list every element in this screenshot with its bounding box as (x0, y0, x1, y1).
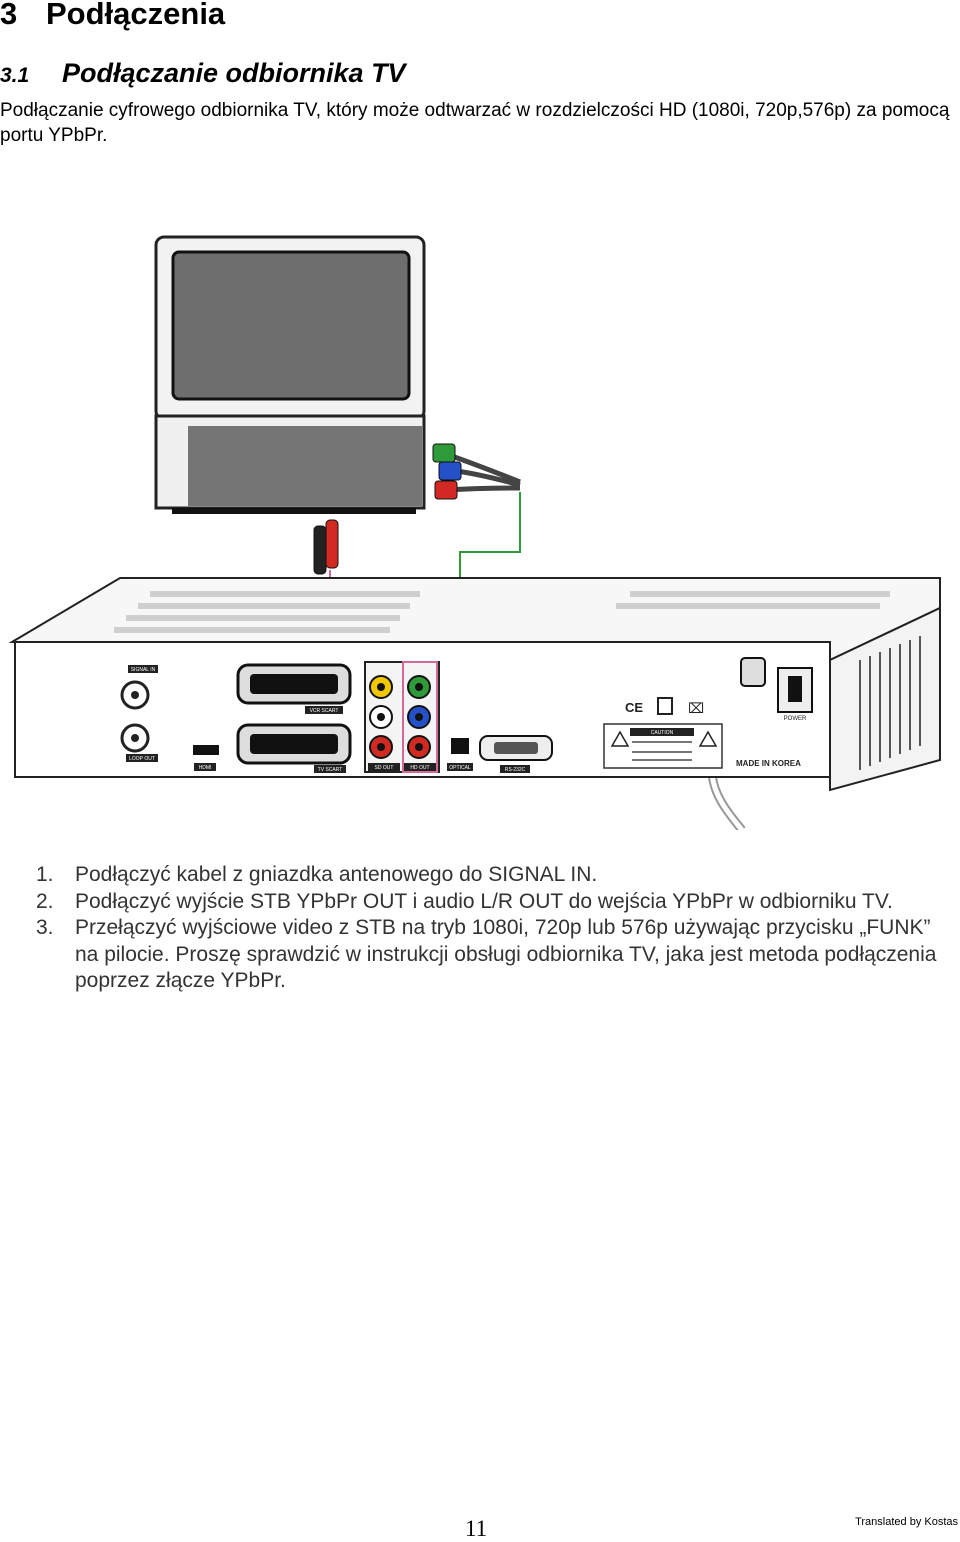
section-title: Podłączanie odbiornika TV (62, 58, 406, 88)
list-item: 3. Przełączyć wyjściowe video z STB na t… (36, 915, 956, 995)
step-number: 3. (36, 916, 54, 939)
tv-illustration (154, 235, 426, 514)
page-number: 11 (465, 1516, 488, 1541)
label-hd-out: HD OUT (410, 765, 429, 771)
back-panel: SIGNAL IN LOOP OUT HDMI VCR SCART TV SCA… (120, 657, 813, 773)
label-optical: OPTICAL (449, 765, 471, 771)
label-loop-out: LOOP OUT (129, 756, 155, 762)
translator-credit: Translated by Kostas (855, 1516, 958, 1528)
section-number: 3.1 (0, 64, 30, 87)
chapter-number: 3 (0, 0, 18, 31)
svg-text:CE: CE (625, 700, 643, 715)
label-signal-in: SIGNAL IN (131, 667, 156, 673)
intro-paragraph: Podłączanie cyfrowego odbiornika TV, któ… (0, 100, 950, 146)
label-hdmi: HDMI (199, 765, 212, 771)
label-rs232c: RS-232C (505, 767, 526, 773)
list-item: 1. Podłączyć kabel z gniazdka antenowego… (36, 862, 956, 889)
instructions-list: 1. Podłączyć kabel z gniazdka antenowego… (36, 862, 956, 995)
chapter-title: Podłączenia (46, 0, 226, 31)
connection-diagram: SIGNAL IN LOOP OUT HDMI VCR SCART TV SCA… (8, 235, 941, 830)
label-tv-scart: TV SCART (318, 767, 343, 773)
label-made-in: MADE IN KOREA (736, 759, 801, 768)
list-item: 2. Podłączyć wyjście STB YPbPr OUT i aud… (36, 889, 956, 916)
label-caution: CAUTION (651, 730, 674, 736)
section-heading: 3.1 Podłączanie odbiornika TV (0, 58, 406, 89)
label-sd-out: SD OUT (375, 765, 394, 771)
step-text: Podłączyć kabel z gniazdka antenowego do… (75, 863, 598, 886)
chapter-heading: 3 Podłączenia (0, 0, 225, 32)
step-number: 2. (36, 889, 54, 913)
label-power: POWER (784, 716, 807, 722)
svg-text:⌧: ⌧ (688, 700, 704, 716)
component-rca-plugs (313, 443, 521, 575)
step-text: Przełączyć wyjściowe video z STB na tryb… (75, 916, 937, 992)
step-number: 1. (36, 863, 54, 886)
label-vcr-scart: VCR SCART (310, 708, 339, 714)
step-text: Podłączyć wyjście STB YPbPr OUT i audio … (75, 889, 893, 913)
